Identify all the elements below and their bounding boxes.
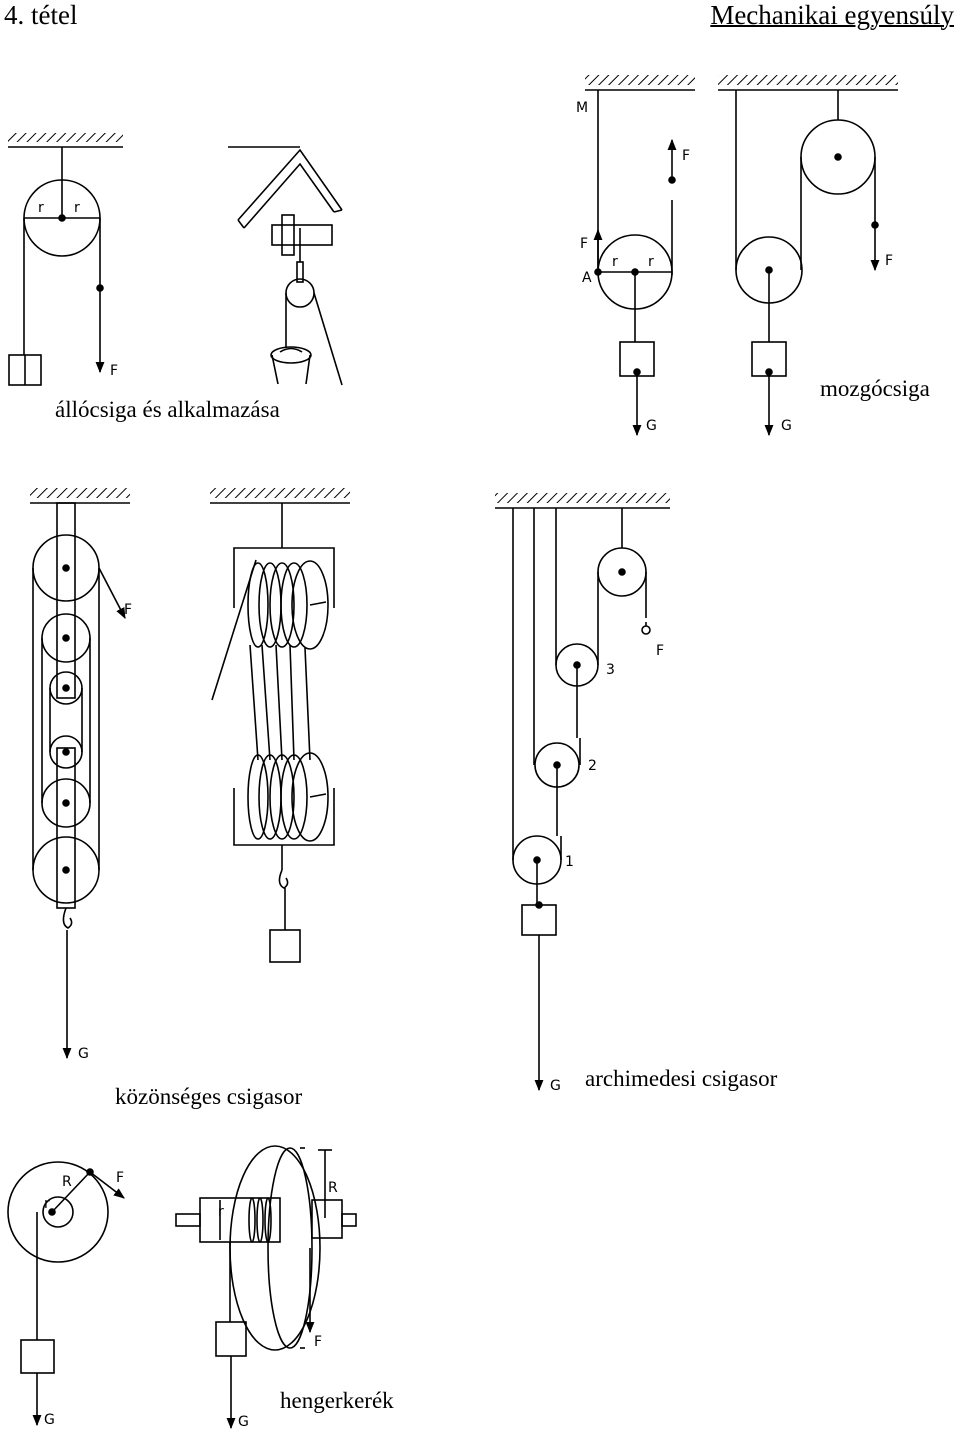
- svg-text:r: r: [612, 254, 618, 270]
- fixed-pulley-diagram: [8, 133, 123, 386]
- svg-text:A: A: [582, 270, 592, 286]
- svg-text:r: r: [218, 1204, 224, 1220]
- svg-text:F: F: [124, 602, 132, 618]
- svg-text:G: G: [781, 418, 792, 434]
- svg-text:G: G: [44, 1412, 55, 1428]
- svg-text:G: G: [238, 1414, 249, 1430]
- svg-text:G: G: [78, 1046, 89, 1062]
- caption-archimedean: archimedesi csigasor: [585, 1066, 778, 1091]
- diagram-labels: r r F M F F A r r G F G F G F 3 2 1 G R …: [38, 100, 893, 1430]
- svg-text:F: F: [656, 643, 664, 659]
- svg-text:r: r: [74, 200, 80, 216]
- caption-common-block: közönséges csigasor: [115, 1084, 303, 1109]
- svg-text:1: 1: [565, 854, 574, 870]
- page-title: Mechanikai egyensúly: [710, 0, 954, 30]
- ceiling-hatch: [8, 133, 123, 142]
- svg-text:r: r: [38, 200, 44, 216]
- svg-text:F: F: [885, 253, 893, 269]
- archimedean-pulley-diagram: [495, 493, 670, 1092]
- svg-text:F: F: [682, 148, 690, 164]
- svg-text:F: F: [110, 363, 118, 379]
- bucket-rim: [270, 346, 312, 364]
- svg-text:F: F: [580, 236, 588, 252]
- svg-text:r: r: [648, 254, 654, 270]
- caption-moving-pulley: mozgócsiga: [820, 376, 930, 401]
- well-pulley-diagram: [228, 146, 343, 386]
- caption-wheel-axle: hengerkerék: [280, 1388, 394, 1413]
- topic-number: 4. tétel: [4, 0, 78, 30]
- svg-text:G: G: [646, 418, 657, 434]
- svg-text:R: R: [328, 1180, 338, 1196]
- common-block-diagram: [30, 488, 130, 1060]
- svg-text:M: M: [576, 100, 588, 116]
- svg-text:G: G: [550, 1078, 561, 1094]
- beam-bracket: [271, 224, 333, 246]
- svg-text:3: 3: [606, 662, 615, 678]
- svg-text:F: F: [314, 1334, 322, 1350]
- moving-fixed-pulley-diagram: [718, 75, 898, 437]
- pulley-block-diagram: [210, 488, 350, 963]
- caption-fixed-pulley: állócsiga és alkalmazása: [55, 397, 280, 422]
- svg-text:2: 2: [588, 758, 597, 774]
- wheel-axle-front-diagram: [7, 1161, 125, 1427]
- svg-text:r: r: [44, 1196, 50, 1212]
- moving-pulley-diagram: [585, 75, 695, 437]
- wheel-axle-side-diagram: [175, 1145, 357, 1430]
- well-pulley: [285, 278, 315, 308]
- svg-text:F: F: [116, 1170, 124, 1186]
- svg-text:R: R: [62, 1174, 72, 1190]
